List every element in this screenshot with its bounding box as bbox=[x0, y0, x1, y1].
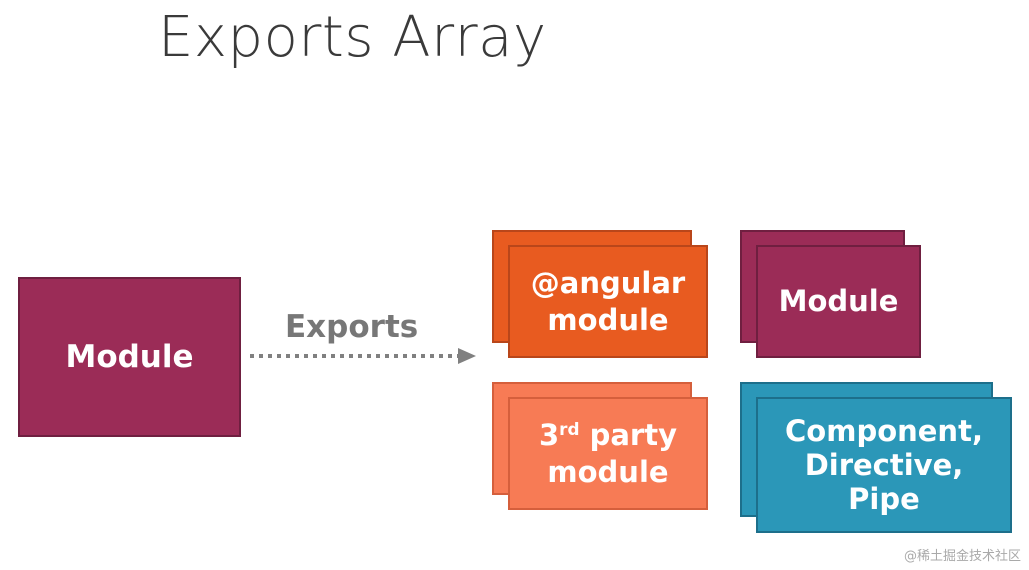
module-card: Module bbox=[756, 245, 921, 358]
source-module-box: Module bbox=[18, 277, 241, 437]
pipe-line: Pipe bbox=[848, 482, 920, 517]
third-party-module-card: 3rd party module bbox=[508, 397, 708, 510]
angular-module-card: @angular module bbox=[508, 245, 708, 358]
third-party-suffix: party bbox=[579, 418, 677, 453]
exports-arrow-label: Exports bbox=[285, 309, 419, 345]
component-directive-pipe-card: Component, Directive, Pipe bbox=[756, 397, 1012, 533]
exports-arrow-head bbox=[458, 348, 476, 364]
slide-title: Exports Array bbox=[158, 5, 547, 70]
third-party-module-line1: 3rd party bbox=[539, 417, 677, 453]
third-party-module-line2: module bbox=[547, 454, 669, 489]
module-card-label: Module bbox=[778, 284, 899, 319]
directive-line: Directive, bbox=[804, 447, 964, 482]
component-line: Component, bbox=[785, 413, 983, 448]
third-party-superscript: rd bbox=[559, 419, 580, 440]
source-module-label: Module bbox=[65, 338, 194, 375]
third-party-prefix: 3 bbox=[538, 418, 560, 453]
angular-module-line2: module bbox=[547, 302, 669, 337]
angular-module-line1: @angular bbox=[530, 266, 686, 301]
watermark: @稀土掘金技术社区 bbox=[903, 549, 1021, 564]
exports-arrow bbox=[250, 348, 476, 364]
